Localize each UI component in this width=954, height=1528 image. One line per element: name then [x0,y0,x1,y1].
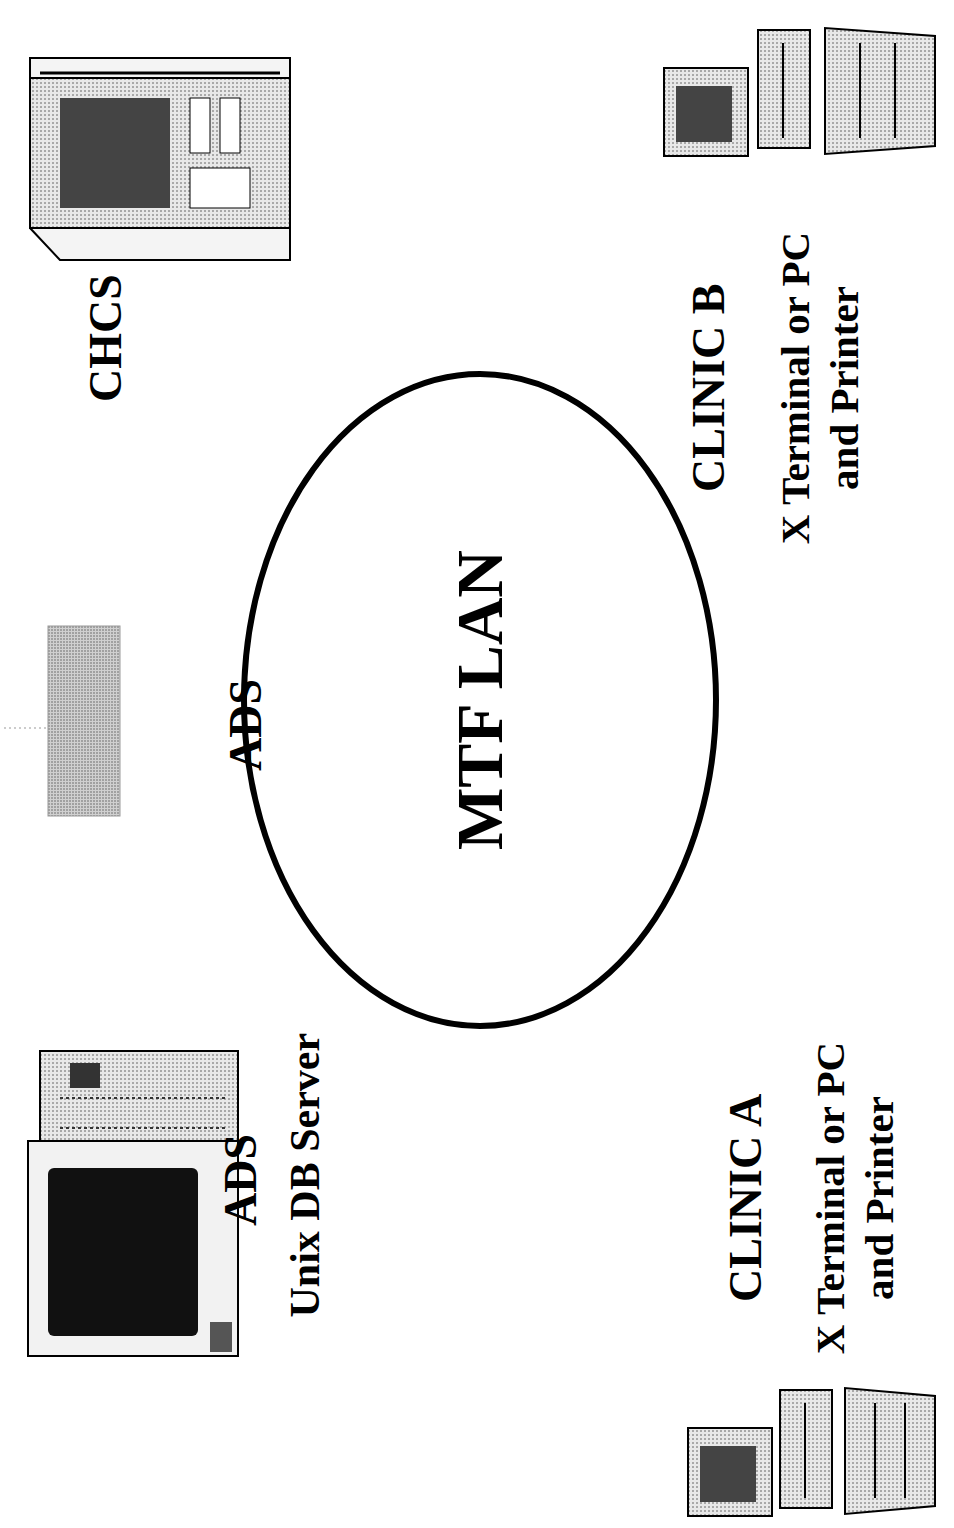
device-label: X Terminal or PC and Printer [771,198,869,578]
device-label: CLINIC A [718,1094,773,1302]
device-label: ADS [213,1134,268,1226]
device-label: X Terminal or PC and Printer [806,1008,904,1388]
network-ellipse: MTF LAN [240,370,720,1030]
terminal-printer-icon [688,1388,935,1516]
device-label: Unix DB Server [280,1033,330,1318]
device-label: CHCS [78,274,133,402]
device-label: CLINIC B [681,284,736,492]
network-name: MTF LAN [442,550,518,850]
cabinet-icon [30,58,290,260]
ellipse-shape [244,374,716,1026]
workstation-icon [28,1051,238,1356]
tower-icon [4,626,120,816]
text-holder: MTF LAN [240,370,720,1030]
terminal-printer-icon [664,28,935,156]
device-label: ADS [218,679,273,771]
